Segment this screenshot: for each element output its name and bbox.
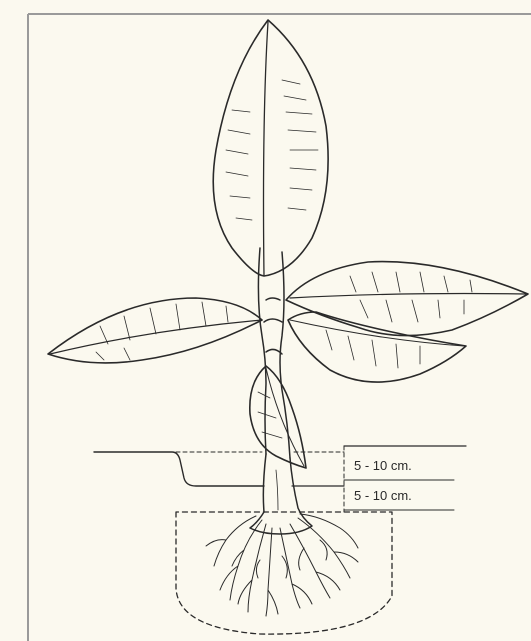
dimension-label-lower: 5 - 10 cm. xyxy=(354,488,412,503)
dimension-label-upper: 5 - 10 cm. xyxy=(354,458,412,473)
